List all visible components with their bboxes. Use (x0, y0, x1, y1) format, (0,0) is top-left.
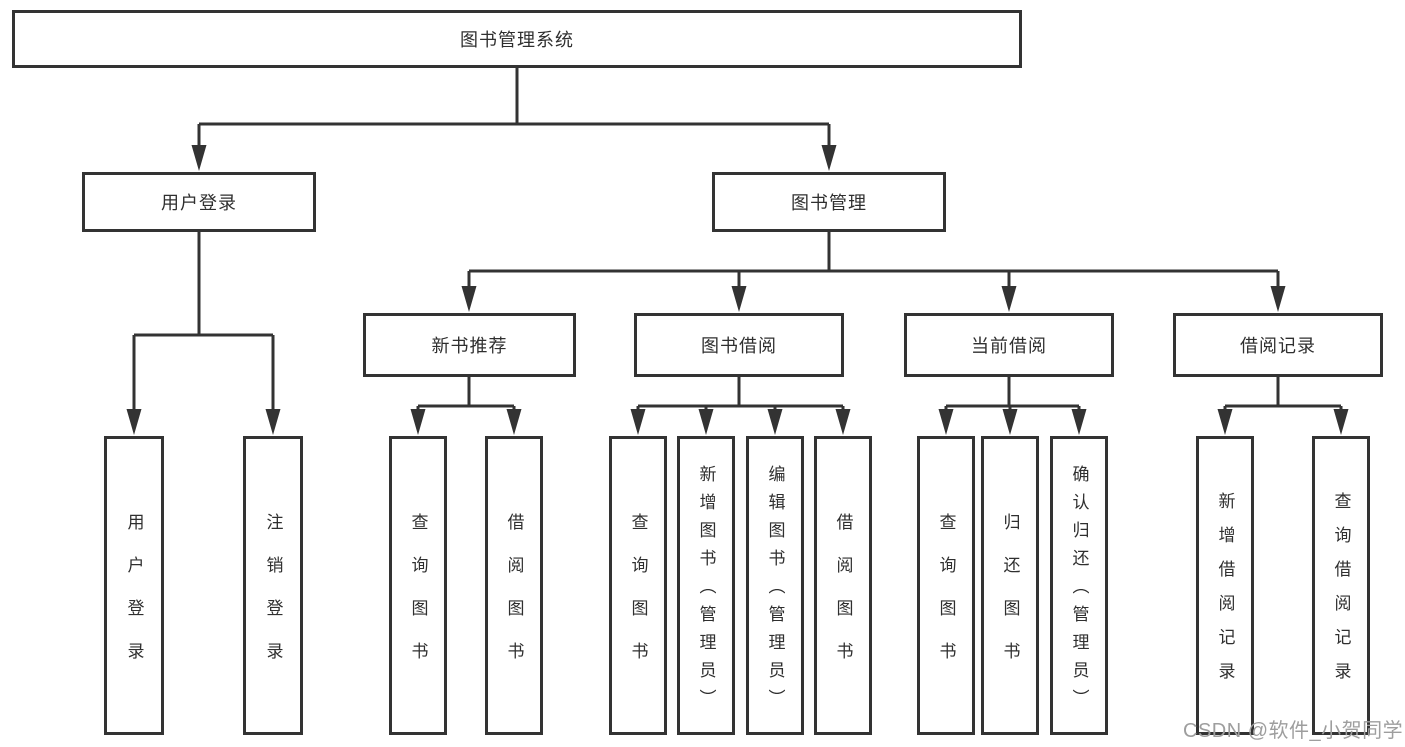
csdn-watermark: CSDN @软件_小贺同学 (1183, 720, 1404, 742)
node-label: 新增借阅记录 (1215, 492, 1235, 696)
node-label: 借阅图书 (833, 512, 853, 685)
leaf-logout: 注销登录 (243, 436, 303, 735)
node-label: 新增图书（管理员） (696, 465, 716, 717)
node-current-borrowing: 当前借阅 (904, 313, 1114, 377)
node-user-login: 用户登录 (82, 172, 316, 232)
node-new-book-recommendation: 新书推荐 (363, 313, 576, 377)
node-label: 借阅记录 (1240, 336, 1316, 356)
node-label: 查询图书 (936, 512, 956, 685)
node-label: 查询图书 (408, 512, 428, 685)
leaf-user-login: 用户登录 (104, 436, 164, 735)
leaf-return-books: 归还图书 (981, 436, 1039, 735)
node-label: 注销登录 (263, 512, 283, 685)
node-label: 图书借阅 (701, 336, 777, 356)
leaf-query-books-borrowing: 查询图书 (609, 436, 667, 735)
leaf-query-books-recommend: 查询图书 (389, 436, 447, 735)
node-label: 编辑图书（管理员） (765, 465, 785, 717)
leaf-query-borrow-record: 查询借阅记录 (1312, 436, 1370, 735)
node-book-management: 图书管理 (712, 172, 946, 232)
node-label: 查询借阅记录 (1331, 492, 1351, 696)
leaf-add-borrow-record: 新增借阅记录 (1196, 436, 1254, 735)
leaf-confirm-return-admin: 确认归还（管理员） (1050, 436, 1108, 735)
node-label: 借阅图书 (504, 512, 524, 685)
node-label: 查询图书 (628, 512, 648, 685)
leaf-add-book-admin: 新增图书（管理员） (677, 436, 735, 735)
leaf-query-books-current: 查询图书 (917, 436, 975, 735)
node-label: 确认归还（管理员） (1069, 465, 1089, 717)
node-label: 用户登录 (124, 512, 144, 685)
leaf-borrow-books-recommend: 借阅图书 (485, 436, 543, 735)
node-label: 图书管理 (791, 193, 867, 213)
node-label: 新书推荐 (431, 336, 508, 356)
node-label: 用户登录 (161, 193, 237, 213)
node-label: 图书管理系统 (460, 30, 574, 50)
node-library-management-system: 图书管理系统 (12, 10, 1022, 68)
leaf-edit-book-admin: 编辑图书（管理员） (746, 436, 804, 735)
node-label: 当前借阅 (971, 336, 1047, 356)
leaf-borrow-books: 借阅图书 (814, 436, 872, 735)
node-borrowing-records: 借阅记录 (1173, 313, 1383, 377)
node-label: 归还图书 (1000, 512, 1020, 685)
node-book-borrowing: 图书借阅 (634, 313, 844, 377)
